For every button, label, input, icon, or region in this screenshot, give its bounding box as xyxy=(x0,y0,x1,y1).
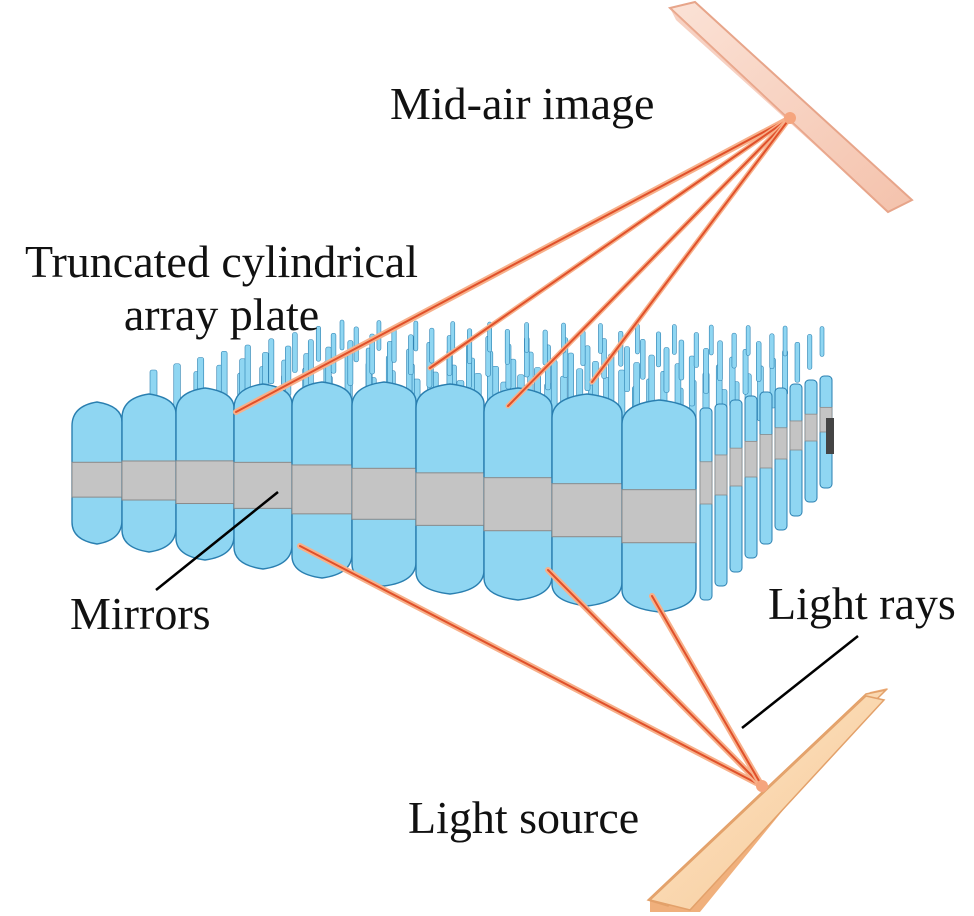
side-band xyxy=(714,454,728,496)
mirror-band xyxy=(175,460,235,505)
mirror-rod xyxy=(307,339,314,385)
mirror-rod xyxy=(693,332,699,368)
light-rays-leader-line xyxy=(741,635,859,729)
mirrors-label: Mirrors xyxy=(70,588,211,639)
mirror-rod xyxy=(339,319,345,351)
side-band xyxy=(744,440,758,478)
light-source-panel xyxy=(646,688,889,912)
mirror-band xyxy=(233,461,293,509)
side-band xyxy=(804,413,818,442)
mirror-band xyxy=(621,489,697,544)
side-band xyxy=(774,427,788,460)
mirror-band xyxy=(291,464,353,515)
mirror-rod xyxy=(717,340,723,382)
array-plate-label: Truncated cylindrical array plate xyxy=(4,236,439,342)
mirror-rod xyxy=(656,331,662,368)
mirror-rod xyxy=(268,338,275,385)
mirror-rod xyxy=(580,330,586,366)
mirror-rod xyxy=(769,333,775,370)
mirror-rod xyxy=(708,324,714,356)
mirror-rod xyxy=(524,322,529,353)
side-band xyxy=(759,434,773,469)
mirror-rod xyxy=(648,354,655,406)
side-edge xyxy=(826,418,834,454)
mirror-rod xyxy=(742,348,749,395)
mirror-front-row xyxy=(71,381,697,613)
mirror-rod xyxy=(504,329,510,365)
mirror-rod xyxy=(794,341,801,383)
light-rays-lower xyxy=(297,543,768,792)
mirror-rod xyxy=(782,325,788,357)
mirror-rod xyxy=(807,334,813,370)
mid-air-image-label: Mid-air image xyxy=(390,78,655,129)
mirror-rod xyxy=(413,320,419,352)
mirror-band xyxy=(71,461,123,498)
mirrors-leader-line xyxy=(155,491,279,591)
mirror-rod xyxy=(745,325,751,356)
mirror-side-column xyxy=(699,375,834,601)
mirror-rod xyxy=(688,355,696,407)
side-band xyxy=(729,447,743,487)
mid-air-image-panel xyxy=(667,0,914,214)
mirror-band xyxy=(483,477,553,532)
mirror-band xyxy=(551,483,623,538)
mirror-band xyxy=(121,460,177,501)
mirror-band xyxy=(415,472,485,526)
mirror-rod xyxy=(663,347,670,393)
array-plate-label-line2: array plate xyxy=(123,288,320,340)
mirror-rod xyxy=(584,345,591,392)
mirror-rod xyxy=(819,326,825,357)
mirror-band xyxy=(351,467,417,520)
mirror-rod xyxy=(315,325,321,362)
mirror-rod xyxy=(598,323,603,354)
mirror-rod xyxy=(467,328,473,365)
mirror-rod xyxy=(756,341,762,382)
mirror-rod xyxy=(635,323,640,355)
mirror-rod xyxy=(567,352,574,404)
mirror-rod xyxy=(731,332,737,369)
mirror-rod xyxy=(678,339,685,381)
mirror-rod xyxy=(703,348,709,394)
mirror-rod xyxy=(408,334,414,376)
mirror-rod xyxy=(369,333,375,375)
mirror-rod xyxy=(542,329,548,366)
light-rays-label: Light rays xyxy=(768,578,956,629)
mirror-rod xyxy=(450,321,456,352)
light-rays-upper xyxy=(233,112,796,415)
light-source-label: Light source xyxy=(408,792,640,843)
side-band xyxy=(789,420,803,451)
array-plate-label-line1: Truncated cylindrical xyxy=(24,236,419,287)
mirror-rod xyxy=(429,327,435,364)
mirror-rod xyxy=(640,338,646,380)
mirror-rod xyxy=(672,324,677,355)
mirror-rod xyxy=(624,346,630,392)
side-band xyxy=(699,461,713,505)
mirror-rod xyxy=(292,332,298,373)
